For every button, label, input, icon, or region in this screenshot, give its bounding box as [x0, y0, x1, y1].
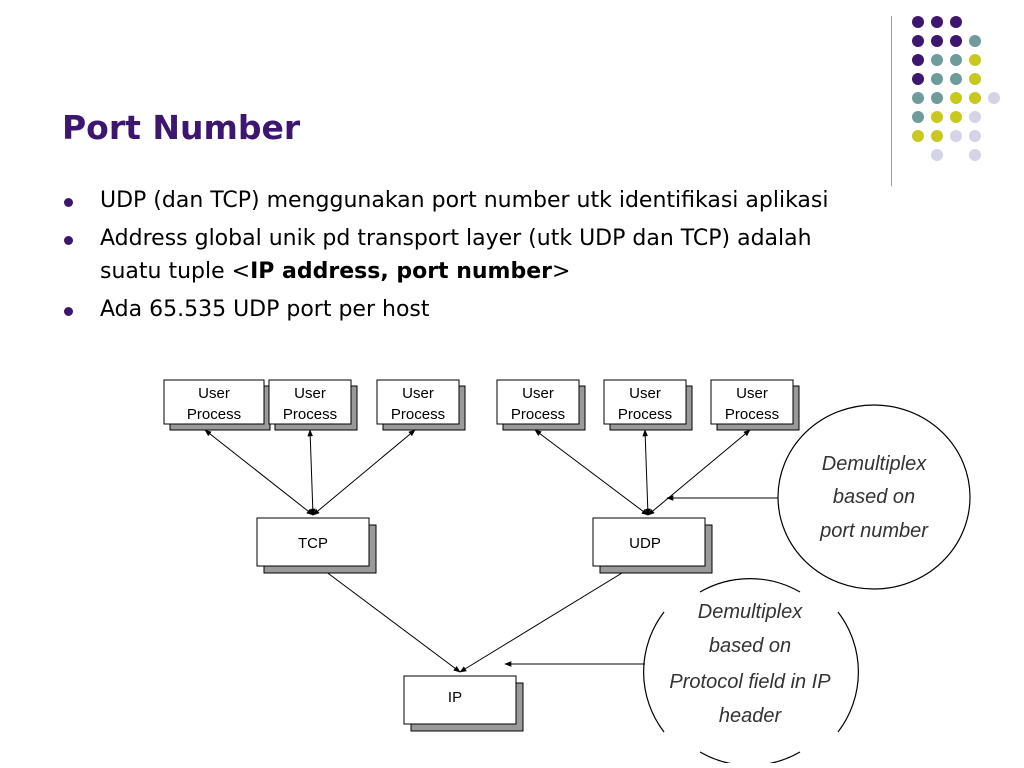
note-line: port number	[819, 520, 929, 542]
bullet-item: Address global unik pd transport layer (…	[62, 222, 962, 288]
note-line: based on	[709, 635, 791, 657]
bullet-text: Ada 65.535 UDP port per host	[100, 297, 430, 322]
divider-line	[891, 16, 892, 186]
box-label: Process	[618, 406, 672, 423]
user-process-box: User Process	[710, 379, 800, 431]
bullet-item: Ada 65.535 UDP port per host	[62, 293, 962, 326]
note-port-number: Demultiplex based on port number	[777, 404, 971, 590]
decorative-dot	[912, 16, 924, 28]
decorative-dot	[969, 73, 981, 85]
bullet-text-bold: IP address, port number	[250, 259, 553, 284]
connector-lines	[204, 429, 780, 673]
decorative-dot	[969, 54, 981, 66]
bullet-text: Address global unik pd transport layer (…	[100, 226, 812, 251]
box-label: User	[402, 385, 434, 402]
user-process-box: User Process	[163, 379, 271, 431]
decorative-dot	[912, 73, 924, 85]
decorative-dot	[912, 54, 924, 66]
box-label: User	[629, 385, 661, 402]
note-line: Demultiplex	[698, 601, 803, 623]
decorative-dot	[969, 35, 981, 47]
decorative-dot	[950, 54, 962, 66]
bullet-item: UDP (dan TCP) menggunakan port number ut…	[62, 184, 962, 217]
decorative-dot	[912, 111, 924, 123]
decorative-dot	[969, 130, 981, 142]
decorative-dot	[931, 111, 943, 123]
box-label: Process	[391, 406, 445, 423]
decorative-dot	[931, 130, 943, 142]
bullet-dot-icon	[64, 198, 73, 207]
ip-box: IP	[403, 675, 524, 732]
decorative-dot	[931, 92, 943, 104]
ip-label: IP	[448, 689, 462, 706]
box-label: User	[294, 385, 326, 402]
decorative-dot	[950, 73, 962, 85]
decorative-dot	[912, 92, 924, 104]
bullet-dot-icon	[64, 307, 73, 316]
note-line: Demultiplex	[822, 453, 927, 475]
slide-title: Port Number	[62, 108, 301, 147]
decorative-dot	[950, 111, 962, 123]
tcp-box: TCP	[256, 517, 377, 574]
box-label: Process	[511, 406, 565, 423]
note-line: based on	[833, 486, 915, 508]
decorative-dot	[931, 149, 943, 161]
box-label: User	[736, 385, 768, 402]
decorative-dot	[950, 16, 962, 28]
bullet-list: UDP (dan TCP) menggunakan port number ut…	[62, 184, 962, 331]
user-process-box: User Process	[268, 379, 358, 431]
bullet-text-suffix: >	[552, 259, 571, 284]
note-line: Protocol field in IP	[669, 671, 831, 693]
bullet-dot-icon	[64, 236, 73, 245]
decorative-dot	[969, 111, 981, 123]
bullet-text-prefix: suatu tuple <	[100, 259, 251, 284]
decorative-dot	[988, 92, 1000, 104]
decorative-dot	[969, 92, 981, 104]
note-line: header	[719, 705, 783, 727]
udp-label: UDP	[629, 535, 661, 552]
decorative-dot-grid	[912, 16, 1000, 161]
tcp-label: TCP	[298, 535, 328, 552]
decorative-dot	[931, 35, 943, 47]
decorative-dot	[931, 54, 943, 66]
note-protocol-field: Demultiplex based on Protocol field in I…	[643, 578, 859, 763]
decorative-dot	[950, 92, 962, 104]
demultiplex-diagram: User Process User Process User Process U…	[163, 379, 971, 763]
user-process-box: User Process	[496, 379, 586, 431]
user-process-box: User Process	[603, 379, 693, 431]
decorative-dot	[950, 35, 962, 47]
user-process-box: User Process	[376, 379, 466, 431]
box-label: User	[522, 385, 554, 402]
box-label: Process	[283, 406, 337, 423]
decorative-dot	[931, 73, 943, 85]
decorative-dot	[912, 130, 924, 142]
box-label: Process	[187, 406, 241, 423]
decorative-dot	[950, 130, 962, 142]
box-label: Process	[725, 406, 779, 423]
decorative-dot	[969, 149, 981, 161]
bullet-text: UDP (dan TCP) menggunakan port number ut…	[100, 188, 829, 213]
udp-box: UDP	[592, 517, 713, 574]
decorative-dot	[912, 35, 924, 47]
decorative-dot	[931, 16, 943, 28]
box-label: User	[198, 385, 230, 402]
